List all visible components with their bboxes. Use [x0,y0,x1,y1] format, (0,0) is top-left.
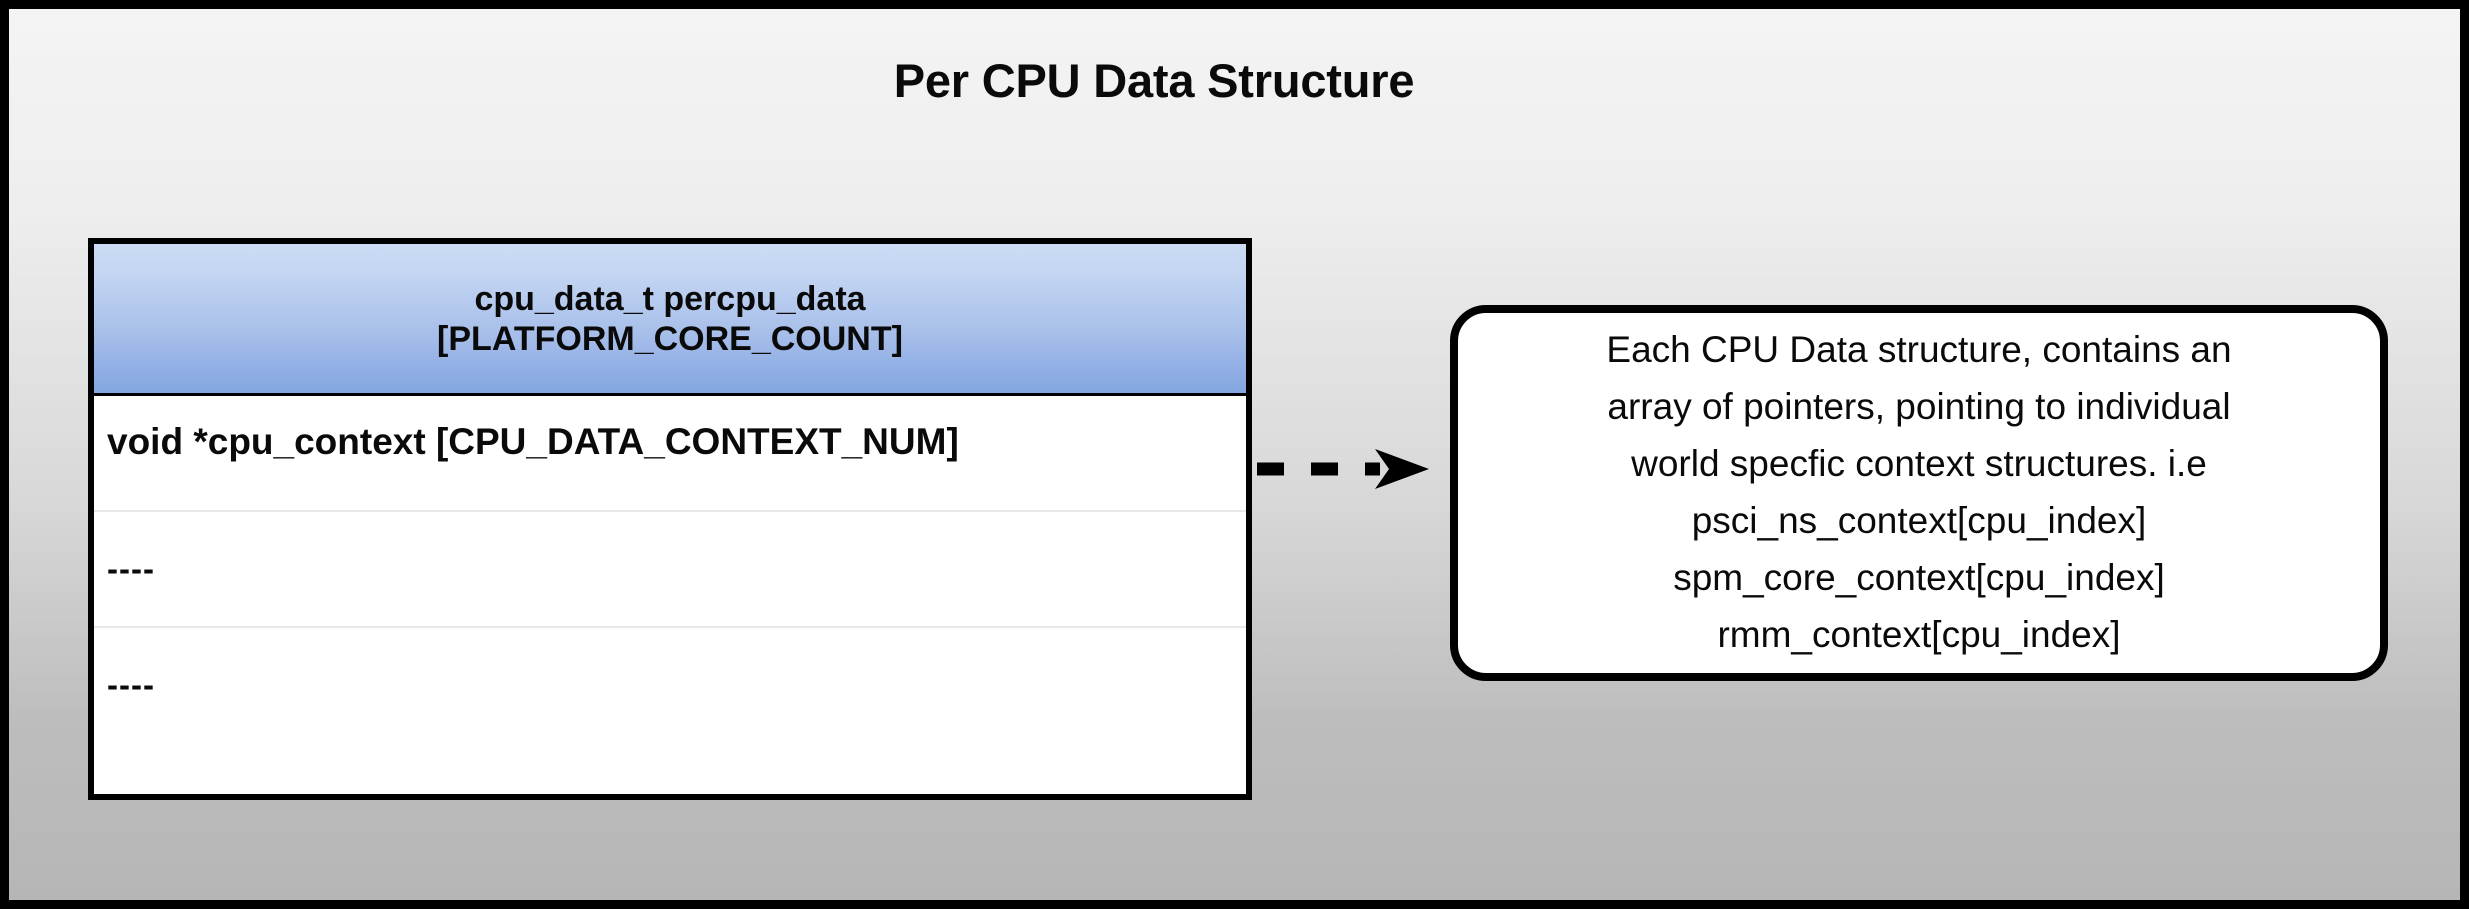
callout-line-4: psci_ns_context[cpu_index] [1691,500,2147,541]
callout-note: Each CPU Data structure, contains an arr… [1450,305,2388,681]
callout-line-2: array of pointers, pointing to individua… [1607,386,2231,427]
struct-table-header: cpu_data_t percpu_data [PLATFORM_CORE_CO… [88,238,1252,399]
struct-field-placeholder-1: ---- [107,550,155,587]
per-cpu-data-struct-table: cpu_data_t percpu_data [PLATFORM_CORE_CO… [88,238,1252,800]
table-row: ---- [94,512,1246,628]
struct-field-cpu-context: void *cpu_context [CPU_DATA_CONTEXT_NUM] [107,421,959,462]
struct-header-line-2: [PLATFORM_CORE_COUNT] [437,319,903,358]
table-row: void *cpu_context [CPU_DATA_CONTEXT_NUM] [94,396,1246,512]
callout-line-6: rmm_context[cpu_index] [1717,614,2121,655]
page-title: Per CPU Data Structure [893,54,1415,107]
table-row: ---- [94,628,1246,744]
struct-field-placeholder-2: ---- [107,666,155,703]
arrow-icon [1257,449,1429,489]
callout-line-5: spm_core_context[cpu_index] [1673,557,2165,598]
dashed-arrow-connector [1257,449,1457,489]
callout-line-1: Each CPU Data structure, contains an [1606,329,2232,370]
struct-table-body: void *cpu_context [CPU_DATA_CONTEXT_NUM]… [88,396,1252,800]
struct-header-line-1: cpu_data_t percpu_data [474,279,866,318]
callout-line-3: world specfic context structures. i.e [1631,443,2207,484]
